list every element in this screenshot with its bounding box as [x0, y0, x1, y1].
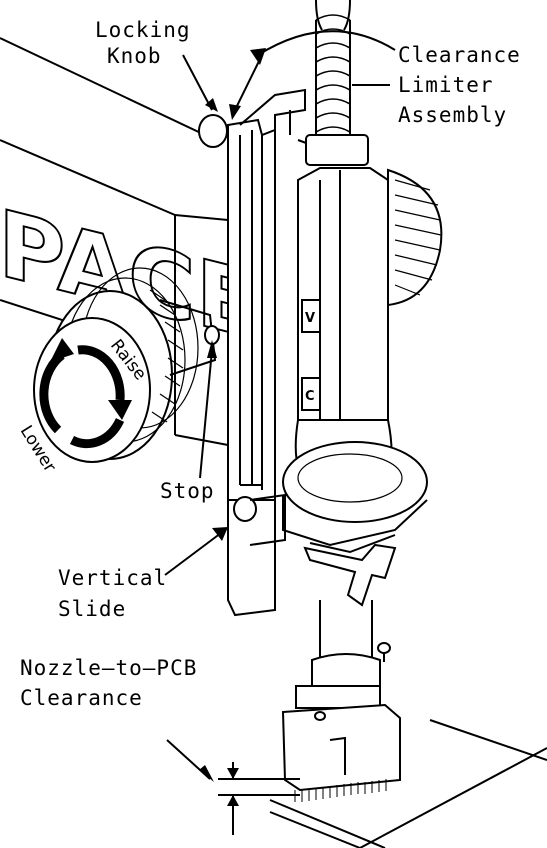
- label-vertical-slide-line2: Slide: [58, 597, 127, 621]
- hose-spring: [315, 0, 351, 140]
- label-nozzle-clearance-line2: Clearance: [20, 686, 143, 710]
- nozzle-assembly: [281, 600, 401, 802]
- height-thumbwheel: [387, 168, 443, 307]
- pcb-board: [269, 719, 547, 848]
- column-c-mark: C: [305, 389, 315, 404]
- label-locking-knob-line2: Knob: [107, 44, 162, 68]
- label-vertical-slide-line1: Vertical: [58, 566, 168, 590]
- column-v-mark: V: [305, 311, 315, 326]
- label-clearance-limiter-line2: Limiter: [398, 73, 494, 97]
- clearance-dimension: [218, 762, 300, 835]
- label-locking-knob-line1: Locking: [95, 18, 191, 42]
- raise-lower-knob: Raise Lower: [16, 267, 220, 476]
- label-clearance-limiter-line3: Assembly: [398, 103, 508, 127]
- label-clearance-limiter-line1: Clearance: [398, 43, 521, 67]
- leader-lines: [164, 30, 396, 782]
- collar-clamp: [282, 441, 428, 607]
- vertical-slide: [198, 114, 286, 617]
- label-stop: Stop: [160, 479, 215, 503]
- label-nozzle-clearance-line1: Nozzle—to—PCB: [20, 656, 198, 680]
